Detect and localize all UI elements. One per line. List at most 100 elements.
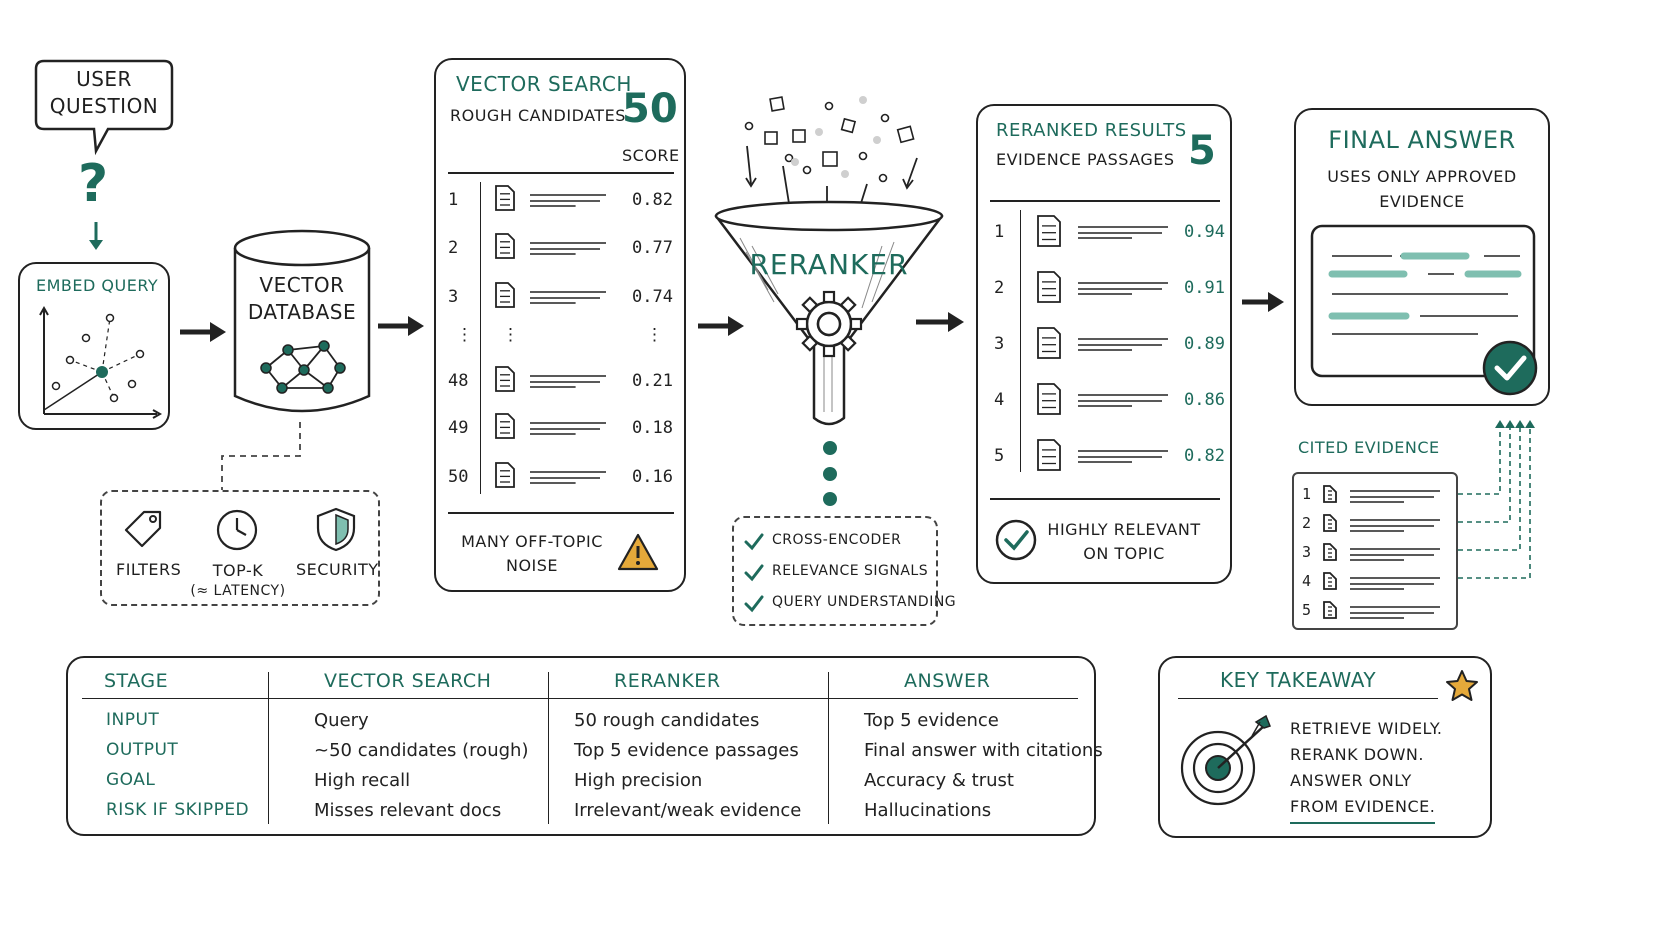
final-answer-line2: EVIDENCE [1379,192,1465,211]
vector-search-subtitle: ROUGH CANDIDATES [450,106,626,125]
candidate-score: 0.82 [632,190,673,210]
text-lines-icon [530,194,606,207]
check-item: QUERY UNDERSTANDING [744,592,956,616]
candidate-rank: 48 [448,371,469,391]
reranked-footer-line2: ON TOPIC [1083,544,1165,563]
table-cell: Top 5 evidence passages [574,740,799,761]
table-cell: 50 rough candidates [574,710,760,731]
candidate-row: 48 0.21 [436,365,684,399]
candidate-rank: 49 [448,418,469,438]
candidate-rank: 2 [448,238,459,258]
cited-evidence-panel: 1 2 3 4 [1292,472,1458,630]
star-icon [1446,670,1478,701]
text-lines-icon [1350,548,1440,561]
stage-label: OUTPUT [106,740,179,760]
document-icon [495,413,515,439]
reranker-title: RERANKER [749,248,909,281]
takeaway-line1: RETRIEVE WIDELY. [1290,719,1443,738]
evidence-count: 5 [1188,128,1216,174]
text-lines-icon [530,375,606,388]
check-circle-icon [995,519,1037,561]
cited-rank: 4 [1302,572,1312,590]
candidate-row: 2 0.77 [436,232,684,266]
evidence-score: 0.91 [1184,278,1225,298]
cited-item: 3 [1294,542,1456,564]
table-cell: Misses relevant docs [314,800,502,821]
cited-item: 4 [1294,571,1456,593]
table-header: RERANKER [614,670,721,692]
table-cell: High precision [574,770,703,791]
arrow-right-icon [698,316,744,336]
text-lines-icon [530,422,606,435]
stage-label: INPUT [106,710,160,730]
check-label: QUERY UNDERSTANDING [772,594,957,610]
candidate-rank: 50 [448,467,469,487]
evidence-rank: 1 [994,222,1005,242]
candidate-row: 50 0.16 [436,461,684,495]
takeaway-line4: FROM EVIDENCE. [1290,794,1436,824]
candidate-row: 1 0.82 [436,184,684,218]
takeaway-line2: RERANK DOWN. [1290,745,1424,764]
falling-documents-icon [744,96,918,221]
speech-bubble-icon [34,59,174,156]
document-icon [1323,601,1337,619]
final-answer-line1: USES ONLY APPROVED [1327,167,1517,186]
evidence-row: 1 0.94 [978,214,1230,254]
candidate-score: 0.18 [632,418,673,438]
key-takeaway-panel: KEY TAKEAWAY RETRIEVE WIDELY. RERANK DOW… [1158,656,1492,838]
text-lines-icon [1350,606,1440,619]
reranked-footer-line1: HIGHLY RELEVANT [1047,520,1201,539]
vector-search-title: VECTOR SEARCH [456,72,632,96]
reranked-subtitle: EVIDENCE PASSAGES [996,150,1175,169]
checkmark-icon [744,564,764,582]
evidence-rank: 3 [994,334,1005,354]
embedding-plot-icon [39,305,163,419]
cited-item: 2 [1294,513,1456,535]
text-lines-icon [1350,490,1440,503]
clock-icon [216,509,258,551]
document-icon [1037,383,1061,415]
text-lines-icon [1078,338,1168,351]
document-icon [495,366,515,392]
document-icon [1323,485,1337,503]
text-lines-icon [1078,282,1168,295]
text-lines-icon [530,242,606,255]
ellipsis-rank: ⋮ [456,325,473,345]
checkmark-icon [744,533,764,551]
shield-icon [316,507,356,552]
document-icon [495,282,515,308]
text-lines-icon [530,291,606,304]
text-lines-icon [1350,577,1440,590]
connector-dashed [221,422,301,490]
evidence-score: 0.82 [1184,446,1225,466]
cited-item: 5 [1294,600,1456,622]
document-icon [1037,327,1061,359]
question-line2: QUESTION [49,94,159,118]
check-label: CROSS-ENCODER [772,532,902,548]
filters-label: FILTERS [116,560,182,579]
cited-item: 1 [1294,484,1456,506]
vector-search-panel: VECTOR SEARCH ROUGH CANDIDATES 50 SCORE … [434,58,686,592]
arrow-right-icon [1242,292,1284,312]
cited-rank: 5 [1302,601,1312,619]
db-options-panel: FILTERS TOP-K (≈ LATENCY) SECURITY [100,490,380,606]
final-answer-title: FINAL ANSWER [1328,126,1516,154]
evidence-row: 2 0.91 [978,270,1230,310]
evidence-rank: 2 [994,278,1005,298]
vector-db-line2: DATABASE [247,300,357,324]
evidence-score: 0.86 [1184,390,1225,410]
cited-rank: 3 [1302,543,1312,561]
cited-evidence-title: CITED EVIDENCE [1298,438,1440,457]
text-lines-icon [530,471,606,484]
final-answer-panel: FINAL ANSWER USES ONLY APPROVED EVIDENCE [1294,108,1550,406]
reranker-checks: CROSS-ENCODER RELEVANCE SIGNALS QUERY UN… [732,516,956,626]
topk-line2: (≈ LATENCY) [190,583,286,599]
checkmark-icon [744,595,764,613]
table-cell: Final answer with citations [864,740,1103,761]
score-header: SCORE [622,146,680,165]
noise-line2: NOISE [505,556,559,575]
takeaway-title: KEY TAKEAWAY [1220,668,1377,692]
target-icon [1180,714,1271,806]
check-item: RELEVANCE SIGNALS [744,561,934,585]
security-label: SECURITY [296,560,379,579]
